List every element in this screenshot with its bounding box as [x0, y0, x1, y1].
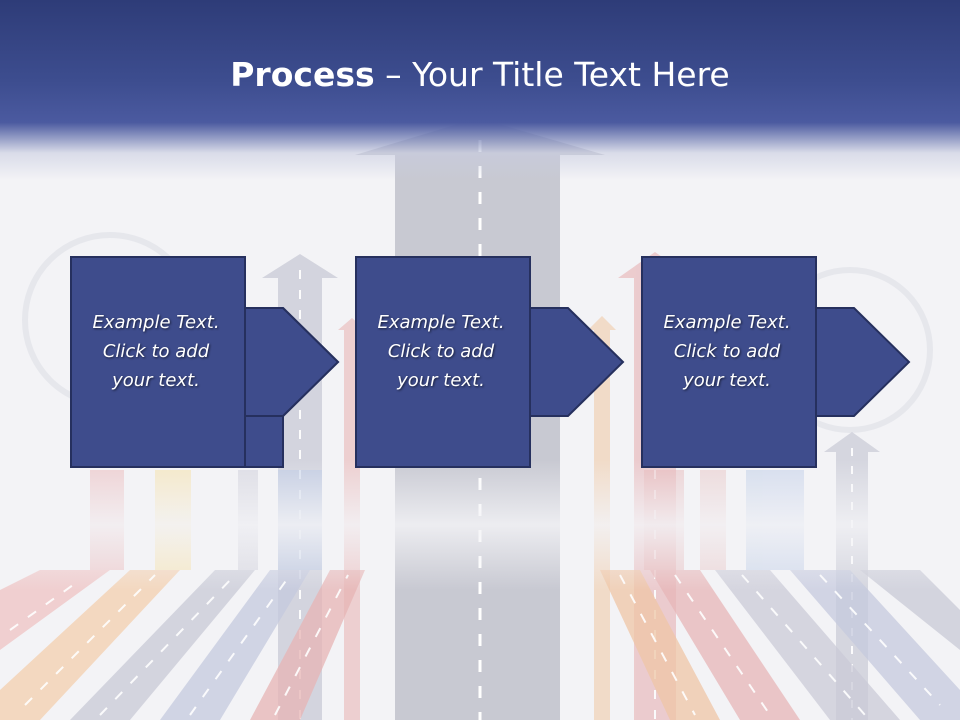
- step-text[interactable]: Example Text. Click to add your text.: [357, 308, 525, 395]
- step-line-2: Click to add: [673, 341, 781, 362]
- step-text[interactable]: Example Text. Click to add your text.: [72, 308, 240, 395]
- process-step-2[interactable]: Example Text. Click to add your text.: [355, 256, 625, 468]
- step-line-3: your text.: [683, 370, 771, 391]
- step-line-1: Example Text.: [663, 312, 791, 333]
- title-bold-part: Process: [230, 55, 375, 94]
- step-line-1: Example Text.: [92, 312, 220, 333]
- header-band: [0, 0, 960, 180]
- process-step-3[interactable]: Example Text. Click to add your text.: [641, 256, 911, 468]
- step-line-2: Click to add: [102, 341, 210, 362]
- step-line-1: Example Text.: [377, 312, 505, 333]
- horizon-fog: [0, 460, 960, 590]
- arrow-box-shape: [70, 256, 340, 468]
- slide-title[interactable]: Process – Your Title Text Here: [0, 52, 960, 98]
- step-line-3: your text.: [112, 370, 200, 391]
- arrow-box-shape: [641, 256, 911, 468]
- step-line-2: Click to add: [387, 341, 495, 362]
- step-text[interactable]: Example Text. Click to add your text.: [643, 308, 811, 395]
- title-rest-part: – Your Title Text Here: [374, 55, 730, 94]
- process-step-1[interactable]: Example Text. Click to add your text.: [70, 256, 340, 468]
- diagonal-roads: [0, 570, 960, 720]
- arrow-box-shape: [355, 256, 625, 468]
- step-line-3: your text.: [397, 370, 485, 391]
- diagonal-road-dashes: [9, 574, 941, 716]
